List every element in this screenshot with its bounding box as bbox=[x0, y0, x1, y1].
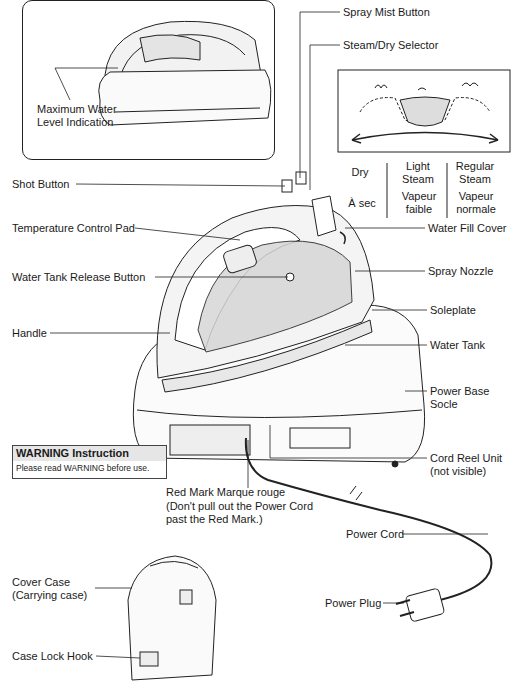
callout-text: Maximum Water Level Indication bbox=[37, 103, 127, 129]
part-label: Power Base Socle bbox=[430, 385, 494, 411]
part-label: Vapeur faible bbox=[397, 190, 441, 216]
part-label: Handle bbox=[12, 327, 47, 340]
part-label: Spray Nozzle bbox=[428, 265, 493, 278]
part-label: Power Cord bbox=[346, 528, 404, 541]
part-label: Spray Mist Button bbox=[343, 6, 430, 19]
part-label: Water Fill Cover bbox=[428, 222, 506, 235]
inset-iron bbox=[99, 21, 271, 125]
part-label: À sec bbox=[342, 197, 382, 210]
part-label: Cord Reel Unit (not visible) bbox=[430, 452, 514, 478]
part-label: Water Tank Release Button bbox=[12, 271, 145, 284]
part-label: Water Tank bbox=[430, 339, 485, 352]
selector-panel bbox=[338, 70, 510, 152]
inset-panel: Maximum Water Level Indication bbox=[22, 0, 275, 160]
warning-text: Please read WARNING before use. bbox=[16, 463, 166, 474]
cover-case bbox=[128, 556, 216, 680]
warning-title: WARNING Instruction bbox=[13, 446, 166, 461]
part-label: Soleplate bbox=[430, 304, 476, 317]
part-label: Temperature Control Pad bbox=[12, 222, 135, 235]
selector-sketch bbox=[352, 83, 498, 143]
part-label: Red Mark Marque rouge bbox=[166, 486, 285, 499]
warning-box: WARNING InstructionPlease read WARNING b… bbox=[12, 445, 167, 479]
part-label: Power Plug bbox=[325, 597, 381, 610]
part-label: Shot Button bbox=[12, 178, 70, 191]
part-label: (Don't pull out the Power Cord past the … bbox=[166, 500, 328, 526]
power-plug bbox=[396, 588, 445, 622]
iron-body bbox=[157, 172, 374, 392]
part-label: Light Steam bbox=[397, 160, 439, 186]
part-label: Regular Steam bbox=[450, 160, 500, 186]
part-label: Cover Case (Carrying case) bbox=[12, 576, 94, 602]
part-label: Case Lock Hook bbox=[12, 650, 93, 663]
part-label: Steam/Dry Selector bbox=[343, 39, 438, 52]
part-label: Vapeur normale bbox=[449, 190, 503, 216]
part-label: Dry bbox=[345, 166, 375, 179]
